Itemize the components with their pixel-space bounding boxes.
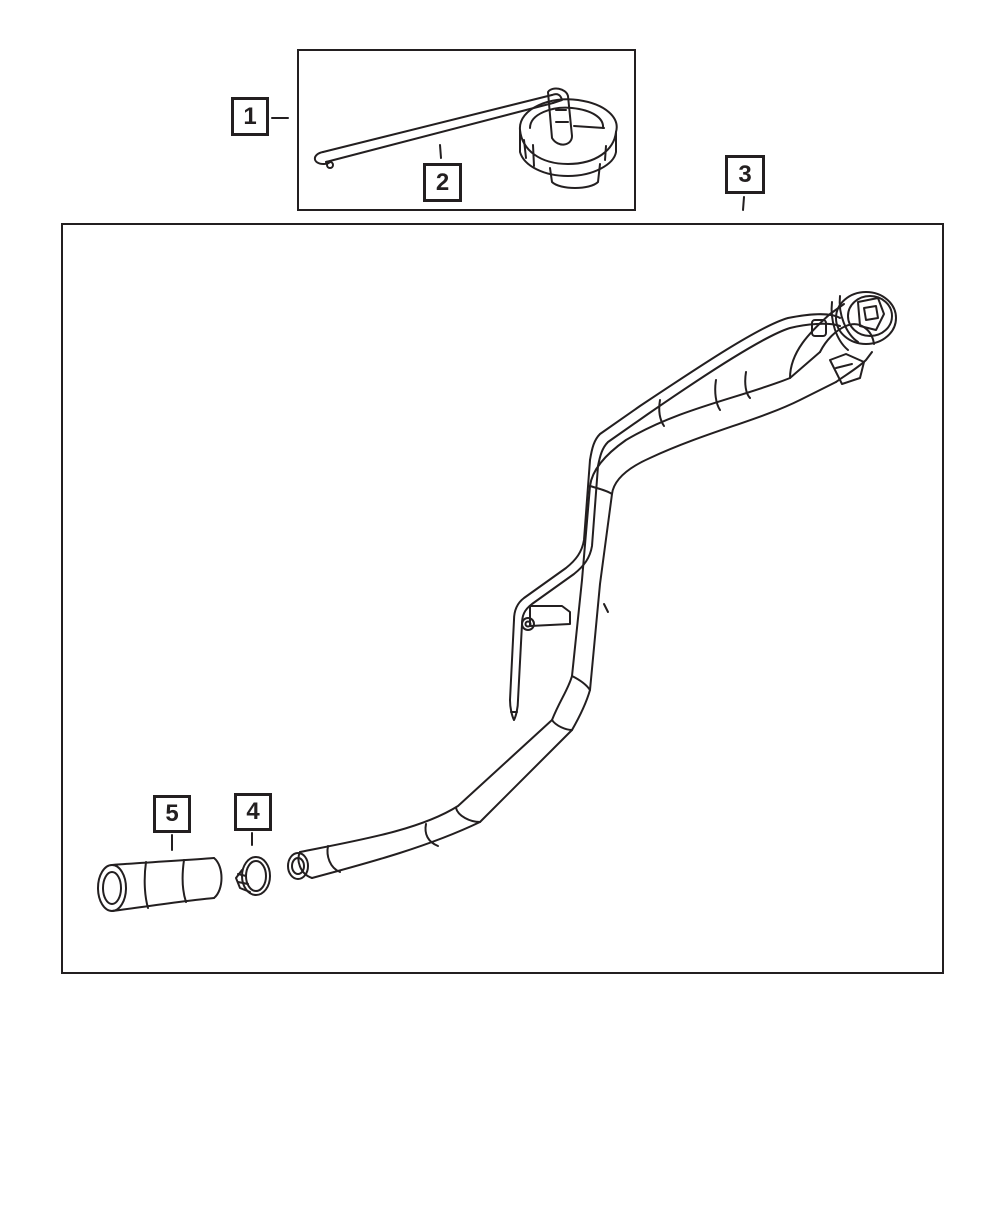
callout-4[interactable]: 4 <box>234 793 272 831</box>
cap-group-frame <box>297 49 636 211</box>
callout-5[interactable]: 5 <box>153 795 191 833</box>
filler-tube-group-frame <box>61 223 944 974</box>
fuel-filler-tube-icon <box>287 291 897 880</box>
fuel-cap-icon <box>518 87 618 189</box>
leader-lines <box>171 117 745 851</box>
callout-2[interactable]: 2 <box>423 163 462 202</box>
callout-3[interactable]: 3 <box>725 155 765 194</box>
hose-clamp-icon <box>235 856 271 896</box>
callout-1[interactable]: 1 <box>231 97 269 136</box>
hose-icon <box>97 857 223 912</box>
